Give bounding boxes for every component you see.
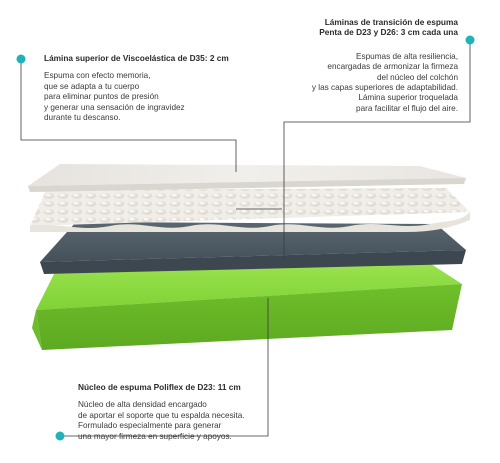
leader-line-top-right — [283, 40, 471, 258]
viscoelastic-layer — [28, 164, 466, 192]
transition-layer-eggcrate — [30, 188, 470, 232]
marker-dot-bottom — [55, 431, 65, 441]
callout-description: Espumas de alta resiliencia, encargadas … — [311, 51, 458, 113]
callout-viscoelastic: Lámina superior de Viscoelástica de D35:… — [44, 53, 264, 123]
callout-description: Núcleo de alta densidad encargado de apo… — [78, 400, 245, 441]
callout-title: Núcleo de espuma Poliflex de D23: 11 cm — [78, 382, 241, 392]
core-layer-poliflex — [32, 262, 462, 350]
callout-title: Lámina superior de Viscoelástica de D35:… — [44, 53, 229, 63]
callout-transition-layers: Láminas de transición de espuma Penta de… — [228, 17, 458, 114]
callout-title: Láminas de transición de espuma Penta de… — [319, 17, 458, 38]
leader-lines — [20, 40, 471, 437]
callout-description: Espuma con efecto memoria, que se adapta… — [44, 71, 185, 123]
leader-line-bottom — [60, 298, 269, 437]
callout-core: Núcleo de espuma Poliflex de D23: 11 cm … — [78, 382, 308, 442]
marker-dot-top-right — [465, 35, 475, 45]
leader-line-top-left — [20, 59, 237, 172]
marker-dot-top-left — [16, 54, 26, 64]
